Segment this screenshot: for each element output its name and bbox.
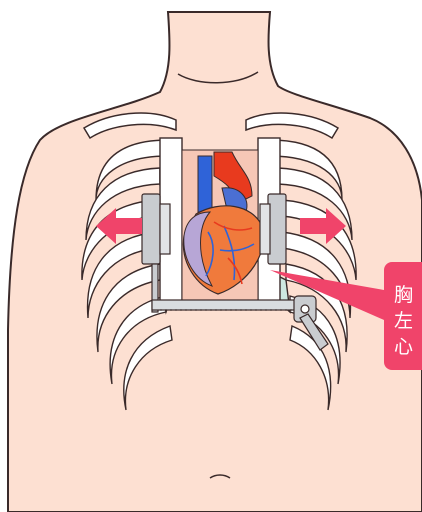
- callout-line-1: 胸: [394, 284, 413, 306]
- vena-cava: [198, 156, 212, 212]
- callout-box: 胸 左 心: [384, 262, 422, 370]
- callout-line-2: 左: [394, 310, 413, 332]
- callout-line-3: 心: [394, 336, 413, 358]
